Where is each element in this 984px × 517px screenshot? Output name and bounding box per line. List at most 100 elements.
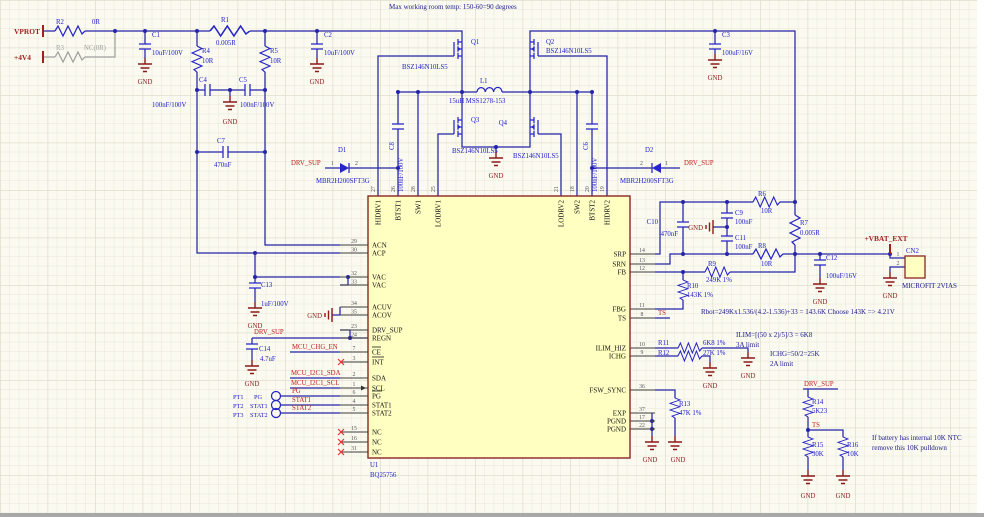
capacitor-C11[interactable]: C11 100nF <box>720 235 753 251</box>
note-rbot[interactable]: Rbot=249Kx1.536/(4.2-1.536)+33 = 143.6K … <box>701 308 895 316</box>
net-label-pg[interactable]: PG <box>292 388 301 395</box>
capacitor-C13[interactable]: C13 1uF/100V <box>248 282 289 308</box>
wires-dnp-gray[interactable] <box>43 31 116 58</box>
resistor-R9[interactable]: R9 249K 1% <box>704 261 732 284</box>
gnd-symbol-c9c11[interactable]: GND <box>688 220 714 234</box>
capacitor-C4[interactable]: C4 100nF/100V <box>152 77 211 109</box>
gnd-symbol-c12[interactable]: GND <box>812 277 828 306</box>
diode-D1[interactable]: D1 MBR2H200SFT3G 1 2 <box>316 147 370 185</box>
svg-text:47K 1%: 47K 1% <box>679 410 702 417</box>
port-4v4-label: +4V4 <box>14 53 31 62</box>
sheet-bottom-edge <box>0 513 984 517</box>
svg-text:GND: GND <box>801 493 816 500</box>
capacitor-C12[interactable]: C12 100uF/16V <box>813 255 857 280</box>
capacitor-C1[interactable]: C1 10uF/100V <box>138 32 183 57</box>
capacitor-C10[interactable]: C10 470nF <box>647 219 690 238</box>
gnd-symbol-c4c5[interactable]: GND <box>222 95 238 126</box>
gnd-symbol-c13[interactable]: GND <box>247 301 263 330</box>
net-label-drv-sup-d2[interactable]: DRV_SUP <box>684 160 714 167</box>
svg-text:10R: 10R <box>761 208 773 215</box>
capacitor-C8[interactable]: C8 100nF/100V <box>389 123 405 192</box>
gnd-symbol-c14[interactable]: GND <box>244 359 260 388</box>
net-label-mcu-chg-en[interactable]: MCU_CHG_EN <box>292 344 338 351</box>
port-4v4[interactable]: +4V4 <box>14 51 44 63</box>
capacitor-C9[interactable]: C9 100nF <box>720 210 753 226</box>
svg-text:L1: L1 <box>480 78 488 85</box>
resistor-R12[interactable]: R12 27K 1% <box>658 350 726 362</box>
svg-text:20: 20 <box>585 186 591 192</box>
resistor-R5[interactable]: R5 10R <box>259 45 282 73</box>
gnd-symbol-c3[interactable]: GND <box>707 53 723 82</box>
gnd-symbol-r15[interactable]: GND <box>800 469 816 500</box>
svg-text:18: 18 <box>570 186 576 192</box>
resistor-R2[interactable]: R2 0R <box>54 19 100 37</box>
note-ntc-line2[interactable]: remove this 10K pulldown <box>872 444 947 452</box>
gnd-symbol-r16[interactable]: GND <box>835 469 851 500</box>
capacitor-C6[interactable]: C6 100nF/100V <box>583 123 599 192</box>
net-label-stat1[interactable]: STAT1 <box>292 397 311 404</box>
mosfet-Q4[interactable]: Q4 BSZ146N10LS5 <box>499 112 560 160</box>
note-ilim-limit[interactable]: 3A limit <box>736 341 759 349</box>
capacitor-C14[interactable]: C14 4.7uF <box>245 343 276 363</box>
mosfet-Q2[interactable]: Q2 BSZ146N10LS5 <box>529 34 592 64</box>
inductor-L1[interactable]: L1 15uH MSS1278-153 <box>449 78 506 105</box>
ic-body[interactable] <box>367 195 631 459</box>
gnd-symbol-exp[interactable]: GND <box>643 435 660 464</box>
ic-u1-bq25756[interactable]: U1 BQ25756 ACN ACP VAC VAC ACUV ACOV DRV… <box>337 186 655 479</box>
gnd-symbol-r13[interactable]: GND <box>667 435 685 464</box>
net-label-ts-pin[interactable]: TS <box>658 310 666 317</box>
resistor-R13[interactable]: R13 47K 1% <box>669 397 702 419</box>
svg-text:ACOV: ACOV <box>372 312 392 320</box>
resistor-R11[interactable]: R11 6K8 1% <box>658 340 726 354</box>
net-label-drv-sup-r14[interactable]: DRV_SUP <box>804 381 834 388</box>
capacitor-C3[interactable]: C3 100uF/16V <box>708 32 753 57</box>
note-ntc-line1[interactable]: If battery has internal 10K NTC <box>872 434 962 442</box>
gnd-symbol-r12[interactable]: GND <box>702 361 718 390</box>
note-ichg-limit[interactable]: 2A limit <box>770 360 793 368</box>
net-label-mcu-sda[interactable]: MCU_I2C1_SDA <box>291 370 341 377</box>
net-label-drv-sup-regn[interactable]: DRV_SUP <box>254 329 284 336</box>
gnd-symbol-r11[interactable]: GND <box>740 351 756 380</box>
svg-text:10K: 10K <box>847 451 859 458</box>
note-max-temp[interactable]: Max working room temp: 150-60=90 degrees <box>389 3 517 11</box>
gnd-symbol-q3q4[interactable]: GND <box>488 151 504 180</box>
svg-text:23: 23 <box>351 324 357 330</box>
gnd-symbol-cn2[interactable]: GND <box>882 271 898 300</box>
capacitor-C7[interactable]: C7 470nF <box>214 138 232 169</box>
note-ichg[interactable]: ICHG=50/2=25K <box>770 350 820 358</box>
cn2-body[interactable] <box>904 255 926 279</box>
mosfet-Q3[interactable]: Q3 BSZ146N10LS5 <box>452 112 498 155</box>
testpoint-pt3[interactable]: PT3 STAT2 <box>233 407 282 420</box>
resistor-R4[interactable]: R4 10R <box>191 45 214 73</box>
testpoint-pt2[interactable]: PT2 STAT1 <box>233 399 282 411</box>
resistor-R3-dnp[interactable]: R3 NC(0R) <box>54 45 106 64</box>
connector-CN2[interactable]: CN2 MICROFIT 2VIAS 1 2 <box>897 248 957 290</box>
net-label-mcu-scl[interactable]: MCU_I2C1_SCL <box>291 380 339 387</box>
resistor-R7[interactable]: R7 0.005R <box>789 214 820 246</box>
resistor-R1[interactable]: R1 0.005R <box>209 17 251 47</box>
gnd-symbol-c1[interactable]: GND <box>137 57 153 86</box>
svg-text:2: 2 <box>355 161 358 167</box>
mosfet-Q1[interactable]: Q1 BSZ146N10LS5 <box>402 34 479 71</box>
net-label-stat2[interactable]: STAT2 <box>292 405 312 412</box>
resistor-R6[interactable]: R6 10R <box>752 191 781 215</box>
capacitor-C5[interactable]: C5 100nF/100V <box>239 77 274 109</box>
diode-D2[interactable]: D2 MBR2H200SFT3G 2 1 <box>620 147 674 185</box>
resistor-R15[interactable]: R15 30K <box>802 436 824 458</box>
svg-text:15: 15 <box>351 426 357 432</box>
gnd-symbol-acov[interactable]: GND <box>307 308 333 322</box>
note-ilim[interactable]: ILIM=[(50 x 2)/5]/3 = 6K8 <box>736 331 813 339</box>
svg-text:100uF/16V: 100uF/16V <box>826 273 857 280</box>
gnd-symbol-c2[interactable]: GND <box>309 57 325 86</box>
net-label-ts-ntc[interactable]: TS <box>812 422 820 429</box>
net-label-drv-sup-d1[interactable]: DRV_SUP <box>291 160 321 167</box>
capacitor-C2[interactable]: C2 10uF/100V <box>310 32 355 57</box>
resistor-R10[interactable]: R10 143K 1% <box>677 279 713 301</box>
port-vbat-ext[interactable]: +VBAT_EXT <box>864 234 908 254</box>
resistor-R14[interactable]: R14 5K23 <box>802 396 828 418</box>
resistor-R8[interactable]: R8 10R <box>752 243 784 268</box>
port-vprot[interactable]: VPROT <box>14 25 44 37</box>
resistor-R16[interactable]: R16 10K <box>837 436 859 458</box>
svg-text:14: 14 <box>639 248 645 254</box>
